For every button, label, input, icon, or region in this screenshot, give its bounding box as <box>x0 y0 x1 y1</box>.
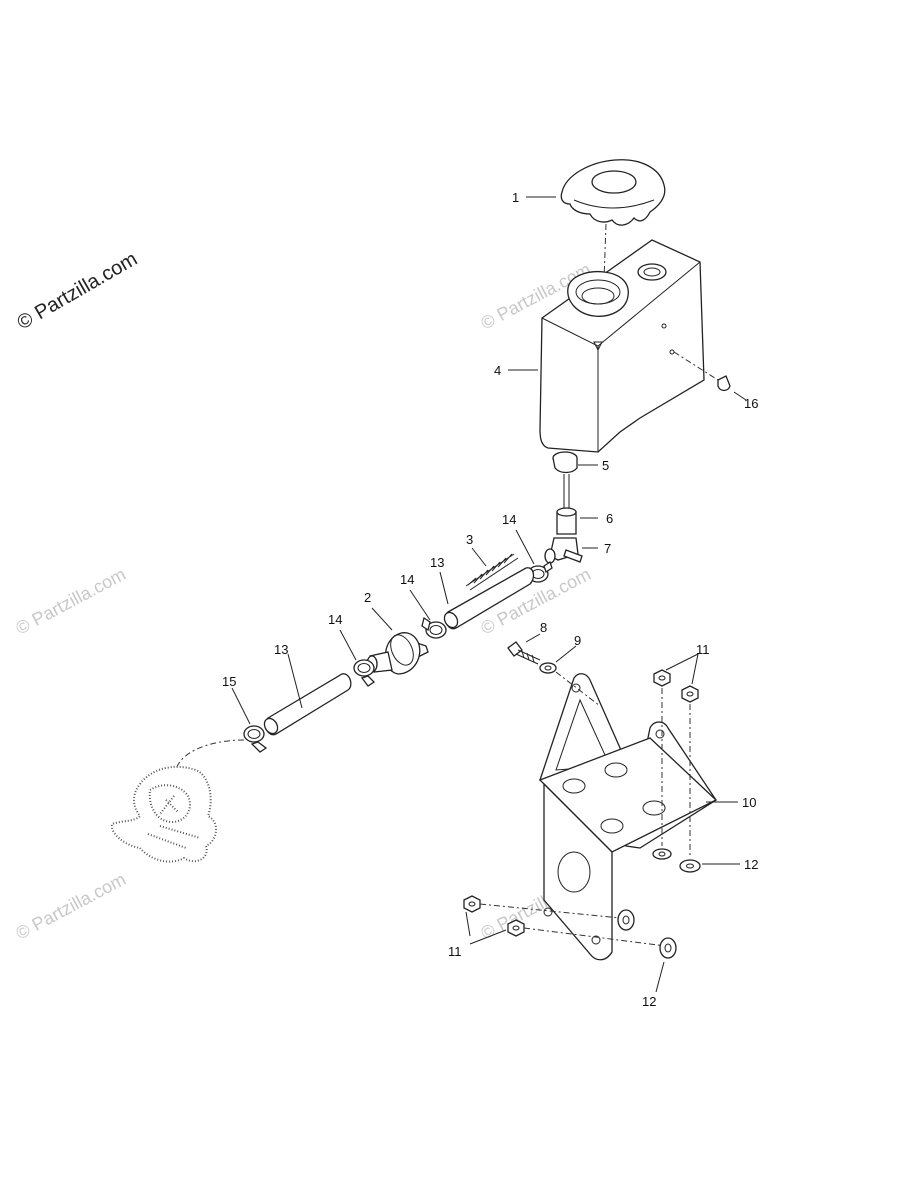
spring <box>465 553 519 591</box>
grommet <box>552 451 578 474</box>
callout-12b: 12 <box>642 994 656 1009</box>
axis-plug <box>673 351 719 381</box>
callout-3: 3 <box>466 532 473 547</box>
nut-upper-2 <box>681 685 699 703</box>
hose-clamp-middle <box>421 616 447 639</box>
callout-8: 8 <box>540 620 547 635</box>
nut-lower-2 <box>507 919 525 937</box>
callout-11b: 11 <box>448 944 462 959</box>
axis-cap-tank <box>603 223 607 281</box>
hose-clamp-left <box>353 659 376 687</box>
washer-lower-1 <box>617 909 635 931</box>
callout-4: 4 <box>494 363 501 378</box>
callout-14b: 14 <box>400 572 414 587</box>
callout-16: 16 <box>744 396 758 411</box>
callout-1: 1 <box>512 190 519 205</box>
washer-lower-2 <box>659 937 677 959</box>
callout-15: 15 <box>222 674 236 689</box>
axis-lower-1 <box>479 903 621 919</box>
callout-5: 5 <box>602 458 609 473</box>
nut-upper-1 <box>653 669 671 687</box>
callouts: 1 4 16 5 6 7 14 3 13 14 2 14 13 15 8 9 1… <box>222 190 758 1009</box>
callout-9: 9 <box>574 633 581 648</box>
bolt <box>507 641 541 665</box>
callout-13b: 13 <box>274 642 288 657</box>
hose-clamp-end <box>243 725 268 753</box>
watermark-faint: © Partzilla.com <box>12 564 128 639</box>
shutoff-valve <box>544 537 583 564</box>
hose-lower <box>263 673 352 736</box>
tank-cap <box>560 159 666 226</box>
callout-10: 10 <box>742 795 756 810</box>
watermark-main: © Partzilla.com <box>14 248 142 334</box>
callout-7: 7 <box>604 541 611 556</box>
engine-ghost <box>110 765 217 863</box>
nut-lower-1 <box>463 895 481 913</box>
leader-lines <box>231 196 747 993</box>
callout-14a: 14 <box>502 512 516 527</box>
washer-upper <box>539 662 557 674</box>
axis-to-engine <box>175 739 245 771</box>
callout-2: 2 <box>364 590 371 605</box>
inline-filter <box>366 632 429 675</box>
axis-lower-2 <box>523 927 667 947</box>
faint-watermarks: © Partzilla.com © Partzilla.com © Partzi… <box>12 259 593 944</box>
callout-12a: 12 <box>744 857 758 872</box>
watermark-faint: © Partzilla.com <box>12 869 128 944</box>
axis-bolt <box>555 671 601 707</box>
oil-tank <box>539 239 705 453</box>
callout-11a: 11 <box>696 642 710 657</box>
callout-14c: 14 <box>328 612 342 627</box>
callout-13a: 13 <box>430 555 444 570</box>
washer-right-2 <box>679 859 701 873</box>
mounting-bracket <box>538 673 718 961</box>
plug <box>717 375 731 392</box>
fitting-tube <box>556 474 577 535</box>
hose-upper <box>443 567 535 630</box>
washer-right-1 <box>652 848 672 860</box>
callout-6: 6 <box>606 511 613 526</box>
